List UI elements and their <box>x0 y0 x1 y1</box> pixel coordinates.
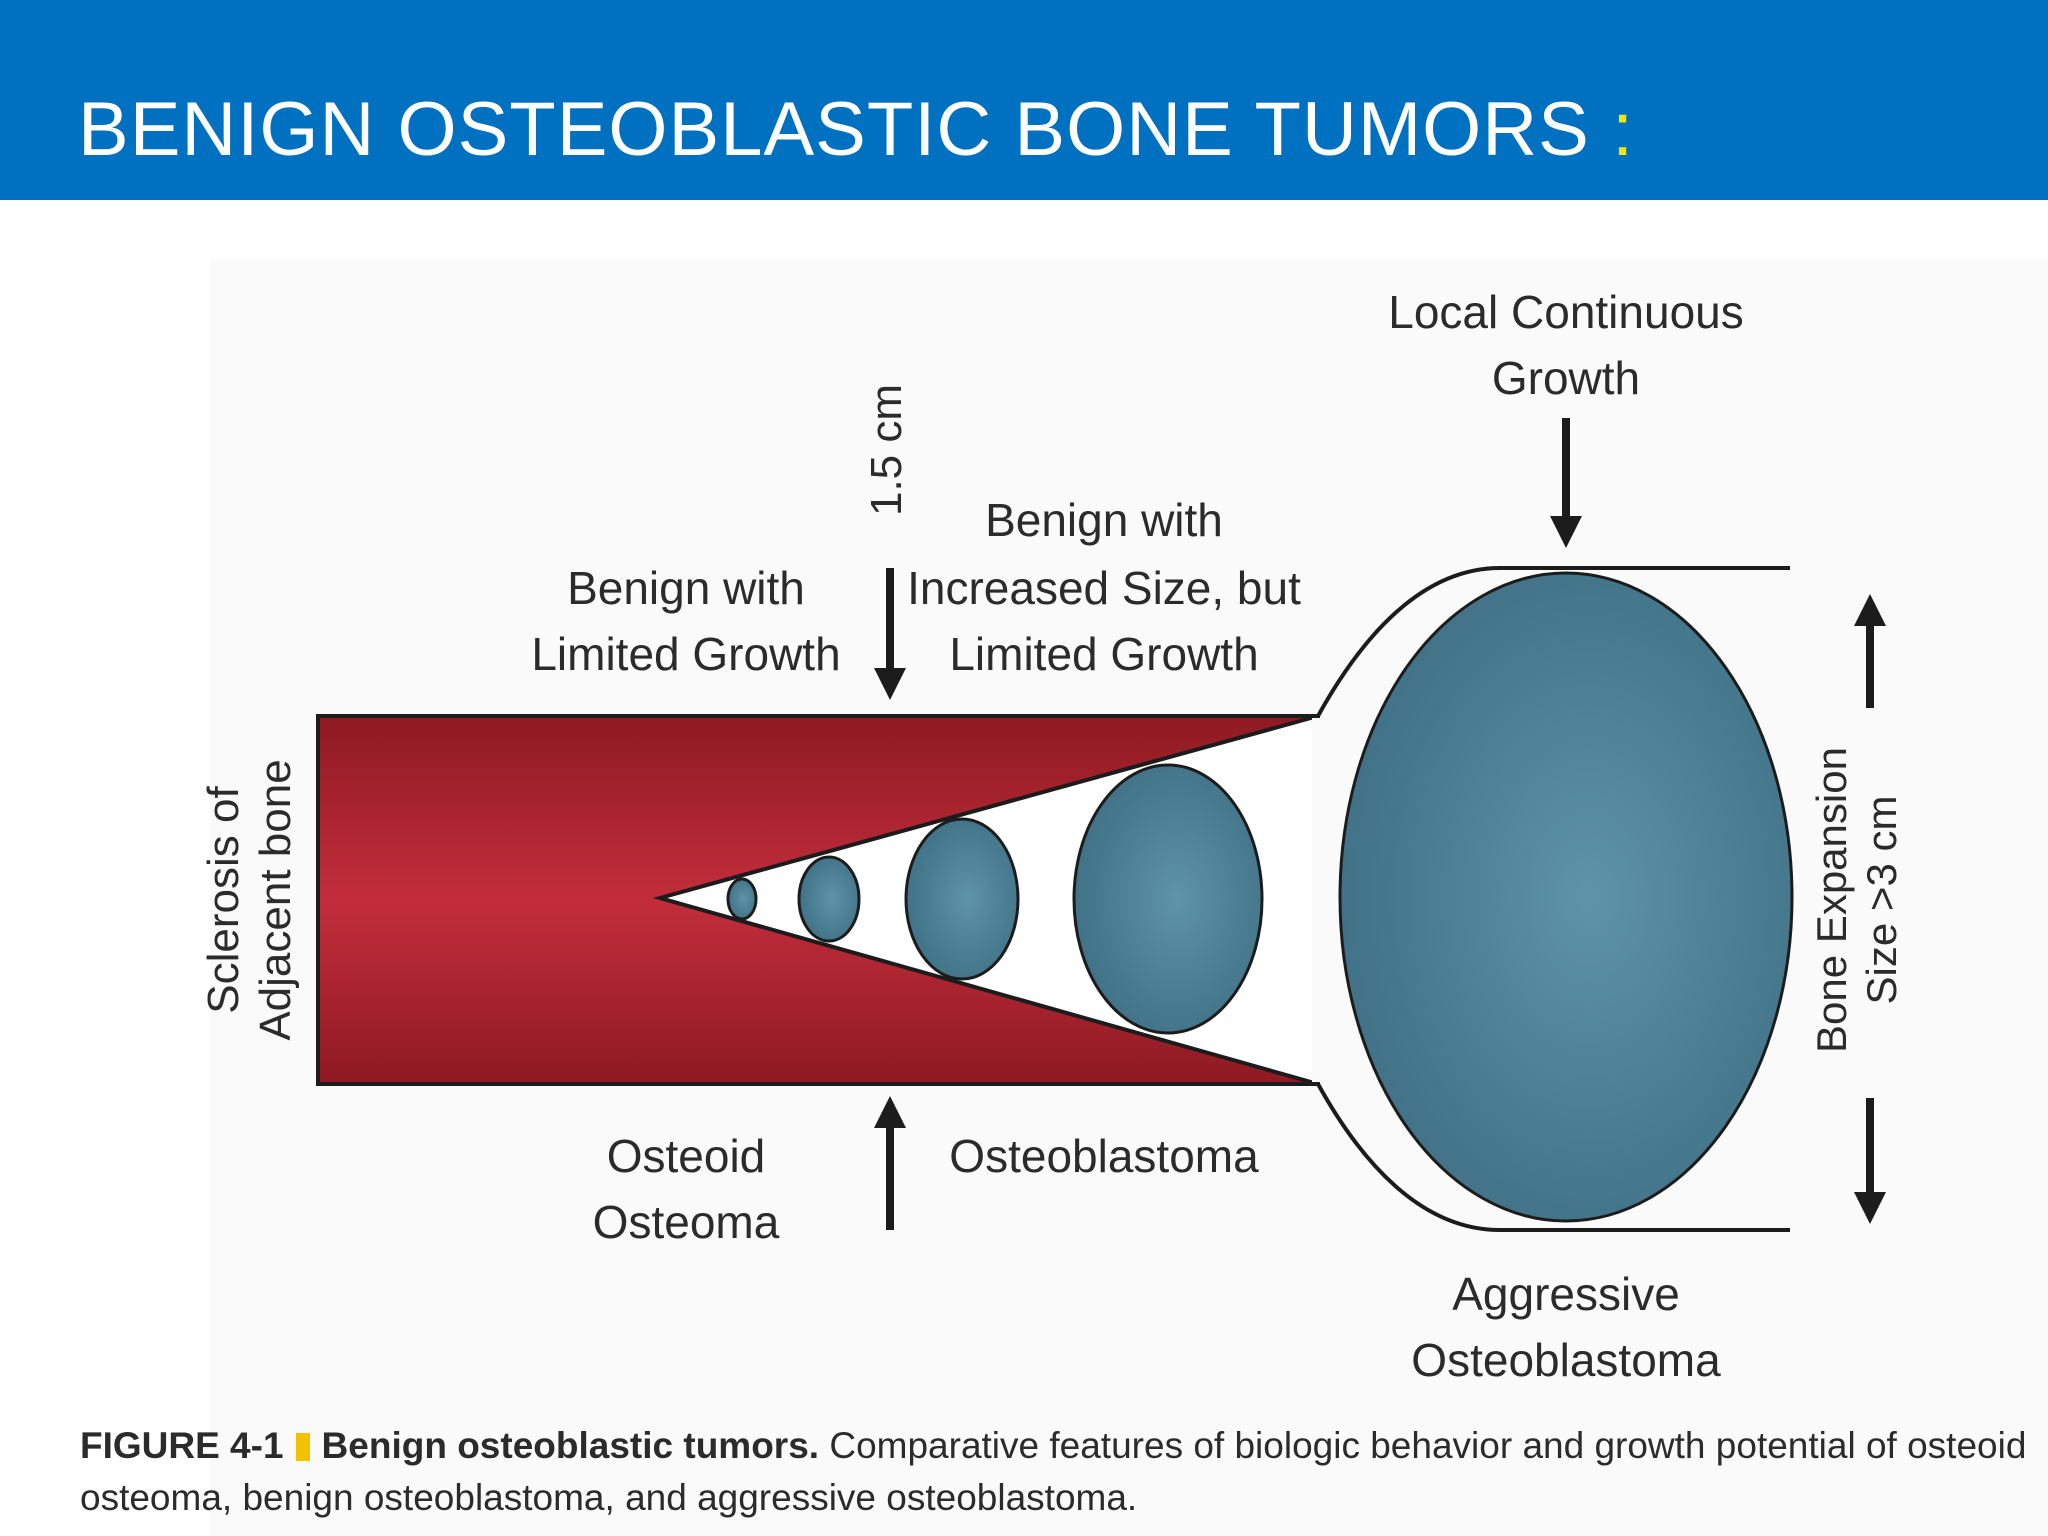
right-label: Bone Expansion Size >3 cm <box>1808 747 1905 1053</box>
tumor-circle-3 <box>904 817 1020 981</box>
top-label-1-line-2: Limited Growth <box>531 628 840 680</box>
figure-id: FIGURE 4-1 <box>80 1425 284 1466</box>
top-label-1-line-1: Benign with <box>567 562 805 614</box>
bottom-label-2: Osteoblastoma <box>949 1130 1259 1182</box>
figure-title: Benign osteoblastic tumors. <box>321 1425 820 1466</box>
tumor-circle-2 <box>797 855 861 943</box>
title-bar: BENIGN OSTEOBLASTIC BONE TUMORS : <box>0 0 2048 200</box>
size-label-small-text: 1.5 cm <box>862 384 911 516</box>
top-label-2-line-1: Benign with <box>985 494 1223 546</box>
tumor-circle-5 <box>1338 571 1794 1223</box>
right-label-line-2: Size >3 cm <box>1858 796 1905 1005</box>
bottom-label-1-line-1: Osteoid <box>607 1130 766 1182</box>
left-label-line-2: Adjacent bone <box>251 759 300 1040</box>
left-label: Sclerosis of Adjacent bone <box>199 759 300 1040</box>
figure-marker-icon <box>295 1433 310 1461</box>
tumor-circle-1 <box>726 877 758 921</box>
size-label-small: 1.5 cm <box>862 384 911 516</box>
right-label-line-1: Bone Expansion <box>1808 747 1855 1053</box>
left-label-line-1: Sclerosis of <box>199 786 248 1014</box>
figure-caption: FIGURE 4-1 Benign osteoblastic tumors. Co… <box>80 1420 2040 1524</box>
slide-title-colon: : <box>1611 87 1635 172</box>
top-label-2-line-2: Increased Size, but <box>907 562 1301 614</box>
tumor-circle-4 <box>1072 763 1264 1035</box>
top-label-3-line-1: Local Continuous <box>1388 286 1743 338</box>
bottom-label-1-line-2: Osteoma <box>593 1196 780 1248</box>
bone-expansion-outline <box>1316 566 1790 1232</box>
slide-title: BENIGN OSTEOBLASTIC BONE TUMORS : <box>78 92 1634 168</box>
bottom-label-3-line-1: Aggressive <box>1452 1268 1680 1320</box>
band-edge-mask <box>1312 718 1322 1082</box>
slide-title-text: BENIGN OSTEOBLASTIC BONE TUMORS <box>78 87 1590 172</box>
top-label-3-line-2: Growth <box>1492 352 1640 404</box>
figure-text: Comparative features of biologic behavio… <box>80 1425 2027 1518</box>
top-label-2-line-3: Limited Growth <box>949 628 1258 680</box>
bottom-label-3-line-2: Osteoblastoma <box>1411 1334 1721 1386</box>
